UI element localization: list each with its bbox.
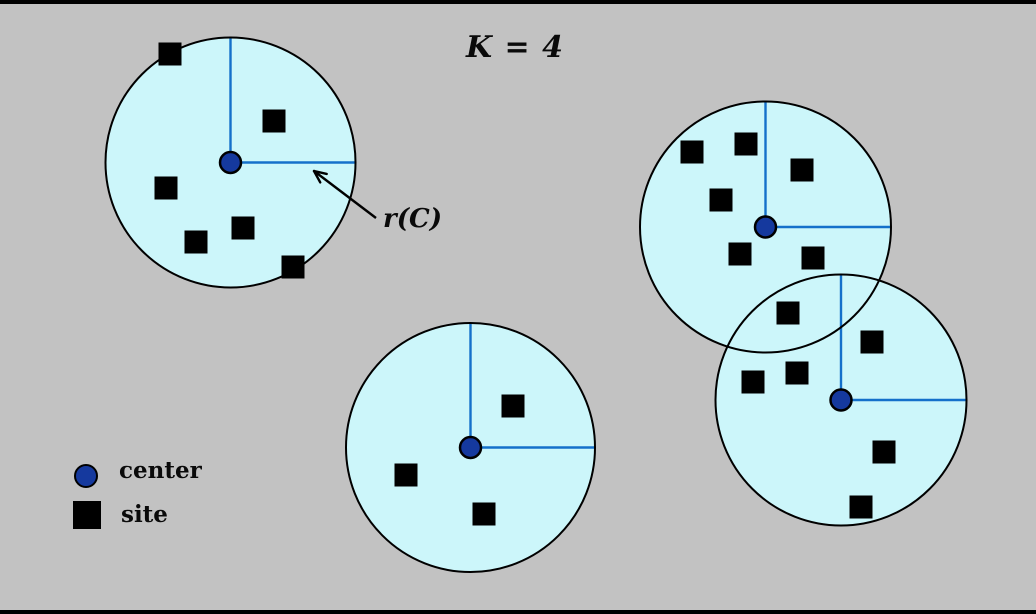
site-square — [501, 394, 525, 418]
site-square — [154, 176, 178, 200]
cluster-outline-upper-right — [639, 100, 892, 354]
site-square — [281, 255, 305, 279]
radius-arrow-head-left — [312, 169, 322, 184]
legend-site-square-icon — [73, 501, 101, 529]
site-square — [872, 440, 896, 464]
radius-arrow-shaft — [313, 170, 377, 219]
site-square — [801, 246, 825, 270]
cluster-outline-lower-right — [714, 273, 968, 527]
cluster-outline-top-left — [104, 36, 357, 289]
cluster-outline-bottom-middle — [345, 322, 596, 573]
title-k-equals-4: K = 4 — [466, 30, 564, 65]
site-square — [785, 361, 809, 385]
center-dot-bottom-middle — [458, 435, 483, 460]
center-dot-upper-right — [753, 215, 778, 239]
site-square — [680, 140, 704, 164]
top-edge-bar — [0, 0, 1036, 4]
site-square — [776, 301, 800, 325]
site-square — [728, 242, 752, 266]
bottom-edge-bar — [0, 610, 1036, 614]
site-square — [709, 188, 733, 212]
site-square — [184, 230, 208, 254]
site-square — [262, 109, 286, 133]
site-square — [741, 370, 765, 394]
center-dot-lower-right — [829, 388, 853, 412]
radius-annotation-label: r(C) — [383, 204, 442, 234]
site-square — [394, 463, 418, 487]
site-square — [860, 330, 884, 354]
center-dot-top-left — [218, 150, 243, 175]
site-square — [231, 216, 255, 240]
site-square — [734, 132, 758, 156]
site-square — [849, 495, 873, 519]
legend-center-label: center — [119, 457, 202, 484]
legend-site-label: site — [121, 501, 168, 528]
site-square — [158, 42, 182, 66]
radius-arrow-head-right — [312, 169, 328, 176]
site-square — [790, 158, 814, 182]
legend-center-dot-icon — [74, 464, 98, 488]
site-square — [472, 502, 496, 526]
